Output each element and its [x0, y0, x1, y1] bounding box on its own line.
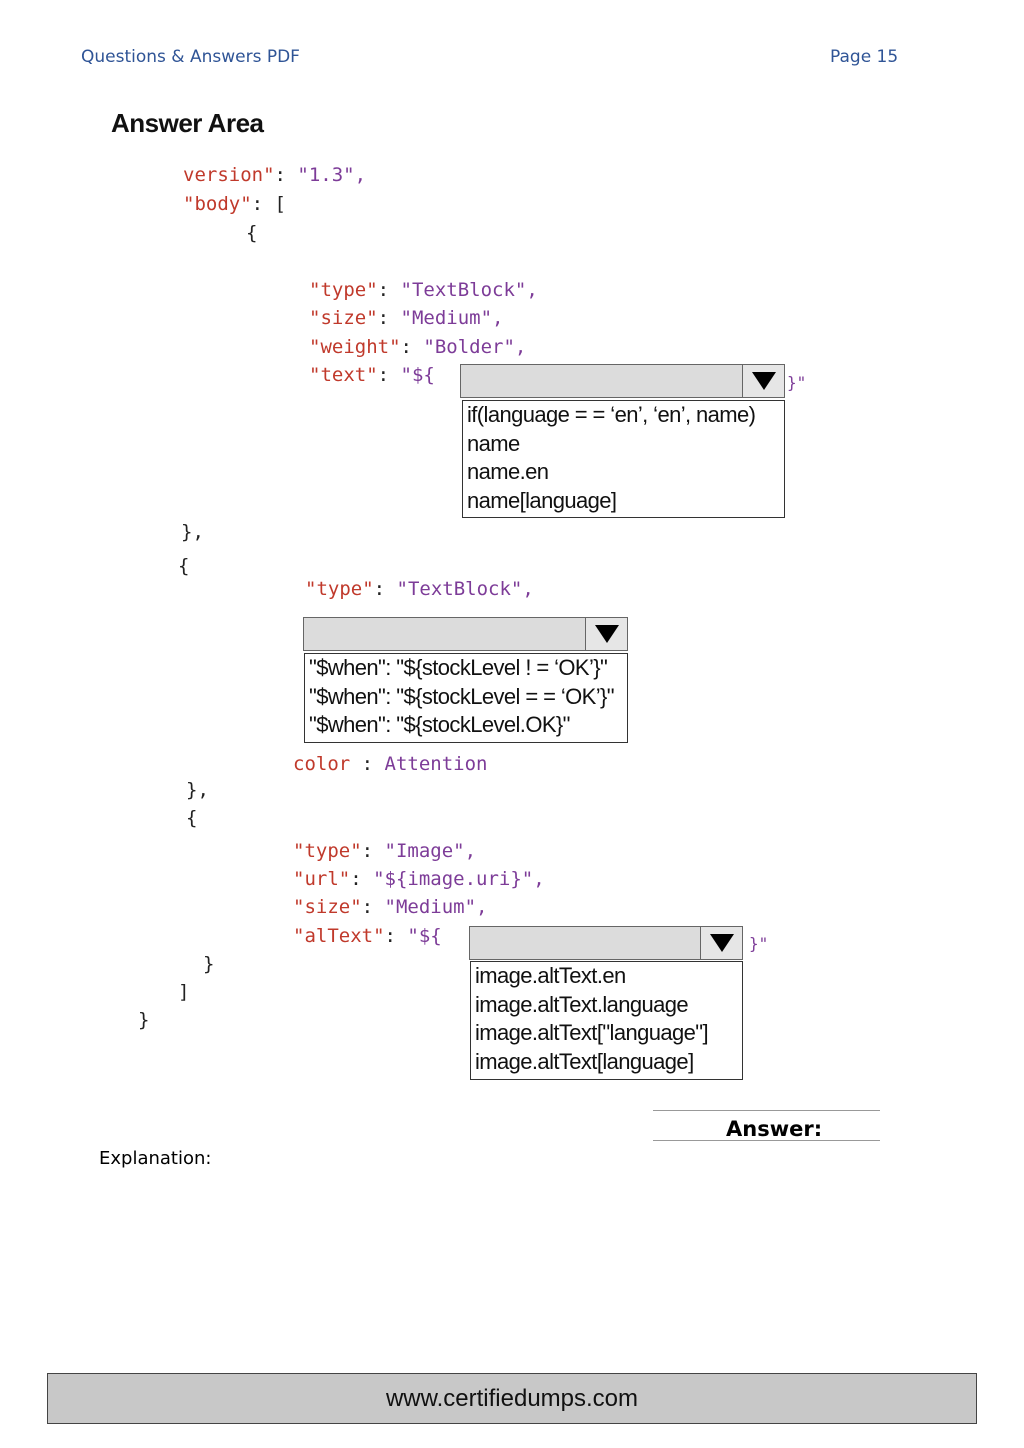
text-dropdown[interactable] [460, 364, 785, 398]
json-key: "size" [293, 896, 362, 918]
json-key: "type" [305, 578, 374, 600]
page-number: Page 15 [830, 47, 899, 67]
json-key: "weight" [309, 336, 401, 358]
code-type-line: "type": "Image", [293, 840, 477, 862]
code-weight-line: "weight": "Bolder", [309, 336, 527, 358]
dropdown-option[interactable]: "$when": "${stockLevel.OK}" [309, 712, 570, 737]
answer-label: Answer: [726, 1117, 823, 1141]
code-alttext-suffix: }" [749, 934, 769, 953]
answer-bottom-rule [653, 1140, 880, 1141]
json-key: "type" [309, 279, 378, 301]
code-brace: }, [181, 521, 204, 543]
json-value: "TextBlock", [396, 578, 534, 600]
dropdown-option[interactable]: image.altText.en [475, 963, 626, 988]
code-brace: { [246, 222, 258, 244]
alttext-dropdown[interactable] [469, 926, 743, 960]
dropdown-arrow-icon[interactable] [700, 927, 742, 959]
code-type-line: "type": "TextBlock", [309, 279, 538, 301]
json-key: "text" [309, 364, 378, 386]
dropdown-arrow-icon[interactable] [742, 365, 784, 397]
footer-url[interactable]: www.certifiedumps.com [385, 1384, 639, 1412]
dropdown-arrow-icon[interactable] [585, 618, 627, 650]
json-value: "1.3", [297, 164, 367, 186]
dropdown-option[interactable]: "$when": "${stockLevel = = ‘OK’}" [309, 683, 615, 709]
dropdown-option[interactable]: name[language] [467, 487, 617, 513]
answer-area-title: Answer Area [111, 108, 264, 138]
json-value: "Medium", [400, 307, 504, 329]
json-value: Attention [384, 753, 488, 775]
code-version-line: version": "1.3", [183, 164, 367, 186]
code-brace: } [138, 1009, 150, 1031]
dropdown-option[interactable]: image.altText.language [475, 991, 689, 1017]
json-value: "${image.uri}", [373, 868, 545, 890]
text-dropdown-options: if(language = = ‘en’, ‘en’, name) name n… [462, 400, 785, 518]
header-title: Questions & Answers PDF [81, 47, 300, 67]
dropdown-option[interactable]: name [467, 430, 520, 456]
json-value: "${ [407, 925, 442, 947]
code-size-line: "size": "Medium", [293, 896, 488, 918]
code-brace: { [186, 807, 198, 829]
code-size-line: "size": "Medium", [309, 307, 504, 329]
dropdown-option[interactable]: image.altText[language] [475, 1048, 694, 1074]
json-value: "Bolder", [423, 336, 527, 358]
dropdown-option[interactable]: image.altText["language"] [475, 1020, 709, 1045]
footer-banner: www.certifiedumps.com [47, 1373, 977, 1424]
dropdown-option[interactable]: "$when": "${stockLevel ! = ‘OK’}" [309, 655, 608, 680]
code-alttext-line: "alText": "${ [293, 925, 442, 947]
code-brace: { [178, 555, 190, 577]
json-value: "${ [400, 364, 435, 386]
dropdown-option[interactable]: name.en [467, 459, 549, 484]
json-key: "body" [183, 193, 252, 215]
code-body-line: "body": [ [183, 193, 286, 215]
code-bracket: ] [178, 981, 190, 1003]
alttext-dropdown-options: image.altText.en image.altText.language … [470, 961, 743, 1080]
code-text-suffix: }" [787, 373, 807, 392]
json-key: "size" [309, 307, 378, 329]
json-value: "TextBlock", [400, 279, 538, 301]
json-key: "url" [293, 868, 351, 890]
code-text-line: "text": "${ [309, 364, 435, 386]
code-brace: } [203, 953, 215, 975]
when-dropdown-options: "$when": "${stockLevel ! = ‘OK’}" "$when… [304, 653, 628, 743]
dropdown-option[interactable]: if(language = = ‘en’, ‘en’, name) [467, 402, 756, 427]
code-url-line: "url": "${image.uri}", [293, 868, 545, 890]
code-color-line: color : Attention [293, 753, 488, 775]
json-key: color [293, 753, 351, 775]
answer-top-rule [653, 1110, 880, 1111]
explanation-label: Explanation: [99, 1148, 212, 1169]
json-punct: : [ [251, 193, 286, 215]
json-value: "Medium", [384, 896, 488, 918]
when-dropdown[interactable] [303, 617, 628, 651]
json-key: "type" [293, 840, 362, 862]
json-key: version" [183, 164, 275, 186]
json-key: "alText" [293, 925, 385, 947]
code-brace: }, [186, 779, 209, 801]
code-type-line: "type": "TextBlock", [305, 578, 534, 600]
json-value: "Image", [384, 840, 477, 862]
